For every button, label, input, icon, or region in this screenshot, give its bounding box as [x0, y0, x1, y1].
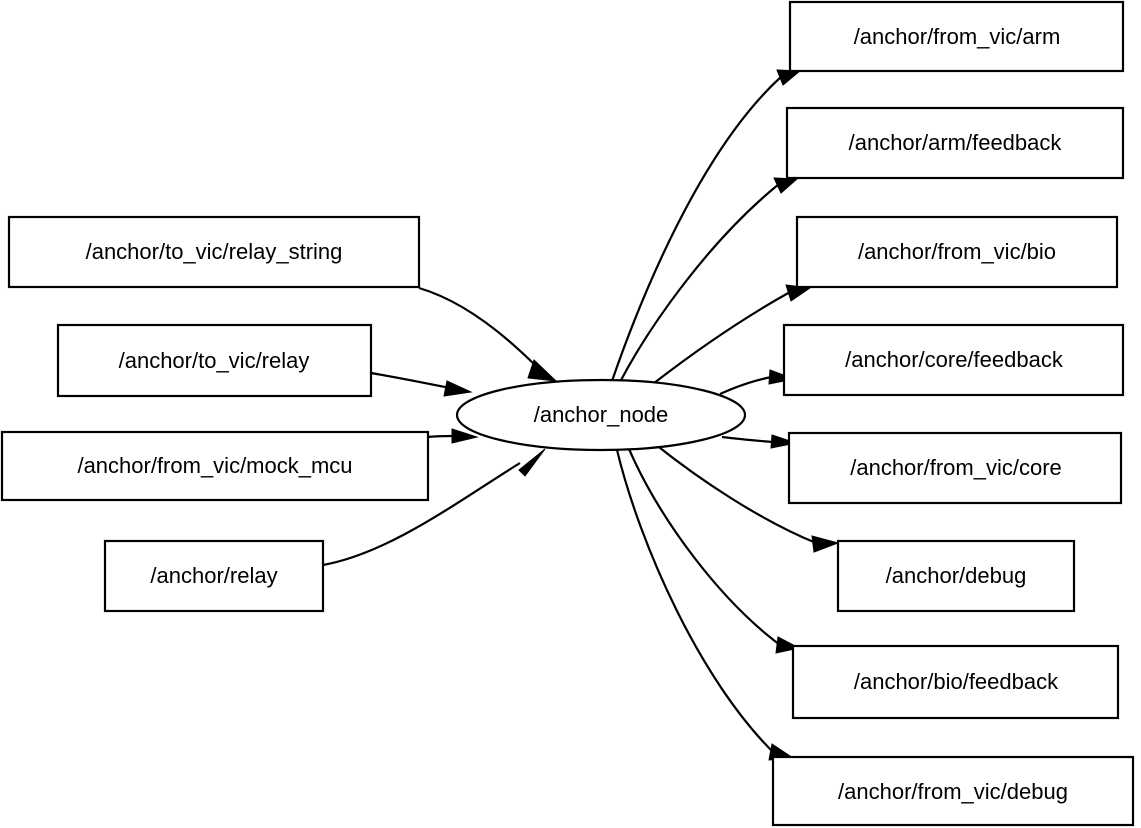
- arrow-head-icon: [773, 177, 799, 194]
- arrow-head-icon: [811, 535, 840, 553]
- node-box[interactable]: [7, 215, 421, 289]
- node-box[interactable]: [56, 323, 373, 398]
- node-box[interactable]: [836, 539, 1076, 613]
- edge-line: [418, 286, 538, 368]
- node-label: /anchor/to_vic/relay_string: [86, 239, 343, 264]
- node-box[interactable]: [787, 431, 1123, 505]
- node-box[interactable]: [785, 106, 1125, 180]
- edge-anchor_node-to-from_vic_arm: [610, 69, 802, 382]
- outgoing-edges-group: [610, 69, 840, 761]
- node-label: /anchor_node: [534, 402, 669, 427]
- arrow-head-icon: [527, 359, 558, 382]
- node-label: /anchor/bio/feedback: [854, 669, 1059, 694]
- node-label: /anchor/from_vic/arm: [854, 24, 1061, 49]
- topic-node-from_vic_mock_mcu[interactable]: /anchor/from_vic/mock_mcu: [0, 430, 430, 502]
- edge-line: [610, 75, 783, 382]
- node-label: /anchor/from_vic/bio: [858, 239, 1056, 264]
- edge-anchor_node-to-bio_feedback: [627, 448, 801, 654]
- center-node-anchor_node[interactable]: /anchor_node: [455, 378, 747, 452]
- edge-relay-to-anchor_node: [322, 448, 546, 567]
- node-box[interactable]: [0, 430, 430, 502]
- edge-line: [719, 375, 773, 396]
- node-label: /anchor/from_vic/core: [850, 455, 1062, 480]
- arrow-head-icon: [770, 434, 798, 449]
- arrow-head-icon: [776, 69, 802, 86]
- edge-anchor_node-to-from_vic_core: [721, 434, 798, 449]
- node-label: /anchor/from_vic/mock_mcu: [77, 453, 352, 478]
- edge-anchor_node-to-arm_feedback: [619, 177, 799, 383]
- node-box[interactable]: [791, 644, 1120, 720]
- node-label: /anchor/debug: [886, 563, 1027, 588]
- arrow-head-icon: [768, 369, 796, 385]
- topic-node-to_vic_relay_string[interactable]: /anchor/to_vic/relay_string: [7, 215, 421, 289]
- node-box[interactable]: [782, 323, 1125, 397]
- node-label: /anchor/from_vic/debug: [838, 779, 1068, 804]
- edge-anchor_node-to-from_vic_debug: [615, 449, 795, 761]
- topic-node-bio_feedback[interactable]: /anchor/bio/feedback: [791, 644, 1120, 720]
- edge-line: [627, 448, 781, 646]
- subscriber-topic-nodes: /anchor/from_vic/arm /anchor/arm/feedbac…: [771, 0, 1135, 827]
- node-box[interactable]: [788, 0, 1125, 73]
- node-ellipse[interactable]: [455, 378, 747, 452]
- topic-node-debug[interactable]: /anchor/debug: [836, 539, 1076, 613]
- edge-to_vic_relay_string-to-anchor_node: [418, 286, 558, 382]
- arrow-head-icon: [451, 428, 479, 444]
- edge-line: [370, 371, 451, 390]
- node-box[interactable]: [771, 755, 1135, 827]
- topic-node-to_vic_relay[interactable]: /anchor/to_vic/relay: [56, 323, 373, 398]
- edge-line: [322, 462, 521, 567]
- topic-node-relay[interactable]: /anchor/relay: [103, 539, 325, 613]
- publisher-topic-nodes: /anchor/to_vic/relay_string /anchor/to_v…: [0, 215, 430, 613]
- node-box[interactable]: [103, 539, 325, 613]
- node-label: /anchor/relay: [150, 563, 277, 588]
- edge-anchor_node-to-debug: [654, 443, 840, 553]
- edge-to_vic_relay-to-anchor_node: [370, 371, 473, 397]
- topic-node-from_vic_arm[interactable]: /anchor/from_vic/arm: [788, 0, 1125, 73]
- edge-line: [721, 435, 775, 444]
- arrow-head-icon: [443, 380, 473, 397]
- edge-line: [427, 434, 456, 439]
- topic-node-arm_feedback[interactable]: /anchor/arm/feedback: [785, 106, 1125, 180]
- edge-anchor_node-to-core_feedback: [719, 369, 796, 396]
- edge-line: [615, 449, 775, 754]
- node-label: /anchor/arm/feedback: [849, 130, 1063, 155]
- edge-from_vic_mock_mcu-to-anchor_node: [427, 428, 479, 444]
- topic-node-core_feedback[interactable]: /anchor/core/feedback: [782, 323, 1125, 397]
- edge-line: [648, 291, 791, 388]
- topic-node-from_vic_bio[interactable]: /anchor/from_vic/bio: [795, 215, 1119, 289]
- topic-node-from_vic_debug[interactable]: /anchor/from_vic/debug: [771, 755, 1135, 827]
- node-box[interactable]: [795, 215, 1119, 289]
- arrow-head-icon: [518, 448, 546, 477]
- edge-line: [654, 443, 817, 545]
- edge-line: [619, 183, 780, 383]
- topic-node-from_vic_core[interactable]: /anchor/from_vic/core: [787, 431, 1123, 505]
- node-label: /anchor/to_vic/relay: [119, 348, 310, 373]
- incoming-edges-group: [322, 286, 558, 567]
- node-label: /anchor/core/feedback: [845, 347, 1064, 372]
